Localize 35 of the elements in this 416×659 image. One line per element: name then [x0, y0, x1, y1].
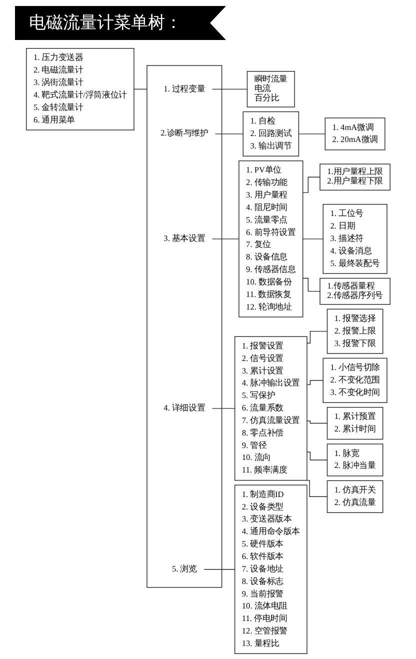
- title: 电磁流量计菜单树：: [15, 6, 226, 40]
- node-text: 4. 详细设置: [163, 404, 205, 413]
- connector: [302, 176, 320, 193]
- connector: [212, 88, 248, 90]
- connector: [302, 238, 324, 240]
- connector: [133, 88, 148, 90]
- node-box: 1.用户量程上限 2.用户量程下限: [319, 164, 390, 191]
- node-box: 1. 脉宽 2. 脉冲当量: [326, 444, 383, 476]
- connector: [305, 480, 328, 497]
- node-box: 1. 仿真开关 2. 仿真流量: [326, 480, 383, 513]
- node-text: 5. 浏览: [172, 564, 197, 574]
- node-box: 1. 报警设置 2. 信号设置 3. 累计设置 4. 脉冲输出设置 5. 写保护 6. 流量系数 7. 仿真流量设置 8. 零点补偿 9. 管径 10. 流向 11. 频率满度: [234, 336, 308, 481]
- connector: [302, 278, 320, 292]
- node-text: 2.诊断与维护: [160, 129, 208, 138]
- node-box: 1. 小信号切除 2. 不变化范围 3. 不变化时间: [322, 358, 388, 403]
- node-box: 1. 自检 2. 回路测试 3. 输出调节: [242, 111, 299, 156]
- node-text: 1. 过程变量: [163, 84, 205, 94]
- connector: [203, 568, 235, 570]
- connector: [212, 408, 235, 409]
- connector: [306, 452, 328, 460]
- node-box: 1. PV单位 2. 传输功能 3. 用户量程 4. 阻尼时间 5. 流量零点 6. 前导符设置 7. 复位 8. 设备信息 9. 传感器信息 10. 数据备份 11. 数据恢复 12. 轮询地址: [238, 160, 303, 318]
- node-box: 1. 制造商ID 2. 设备类型 3. 变送器版本 4. 通用命令版本 5. 硬件版本 6. 软件版本 7. 设备地址 8. 设备标志 9. 当前报警 10. 流体电阻 11. 停电时间 12. 空管报警 13. 量程比: [234, 484, 308, 654]
- node-box: 1. 工位号 2. 日期 3. 描述符 4. 设备消息 5. 最终装配号: [322, 204, 388, 274]
- connector: [306, 420, 328, 424]
- connector: [306, 330, 328, 344]
- node-text: 3. 基本设置: [163, 234, 205, 244]
- connector: [212, 238, 240, 240]
- node-box: 1. 累计预置 2. 累计时间: [326, 406, 383, 440]
- node-box: 1. 4mA微调 2. 20mA微调: [324, 118, 386, 150]
- node-box: 1. 报警选择 2. 报警上限 3. 报警下限: [326, 308, 383, 354]
- cluster: [146, 65, 222, 588]
- node-box: 1.传感器量程 2.传感器序列号: [319, 278, 390, 305]
- node-box: 瞬时流量 电流 百分比: [246, 71, 295, 108]
- connector: [306, 380, 324, 386]
- node-box: 1. 压力变送器 2. 电磁流量计 3. 涡街流量计 4. 靶式流量计/浮筒液位计 5. 金转流量计 6. 通用菜单: [26, 48, 134, 130]
